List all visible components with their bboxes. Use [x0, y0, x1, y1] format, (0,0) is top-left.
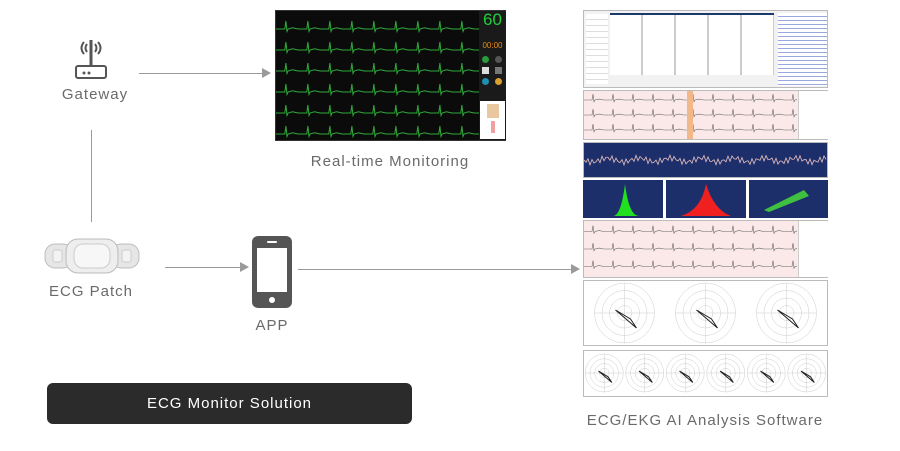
realtime-monitor-screenshot: 60 00:00	[275, 10, 506, 141]
polar-loop	[719, 370, 734, 383]
polar-axis	[756, 283, 817, 343]
ecg-strip-trace	[584, 108, 805, 118]
polar-axis	[594, 283, 655, 343]
polar-loop	[615, 309, 637, 329]
polar-plots-panel	[583, 280, 828, 346]
polar-loop	[638, 370, 653, 383]
rr-histogram-green	[583, 180, 663, 218]
realtime-monitoring-label: Real-time Monitoring	[310, 153, 470, 170]
ecg-monitor-solution-button[interactable]: ECG Monitor Solution	[47, 383, 412, 424]
ecg-strip-trace	[584, 123, 805, 133]
ecg-strip-trace	[584, 242, 805, 252]
polar-axis	[675, 283, 736, 343]
ecg-strip	[584, 225, 805, 270]
ecg-lead-trace	[276, 83, 479, 97]
arrowhead	[262, 68, 271, 78]
gateway-label: Gateway	[61, 86, 129, 103]
ecg-lead-trace	[276, 104, 479, 118]
ecg-strip-panel-2	[583, 220, 828, 278]
polar-plots	[594, 282, 817, 344]
polar-axis	[585, 354, 624, 392]
heart-rate-value: 60	[483, 10, 502, 29]
small-polar-plots	[585, 353, 826, 393]
gateway-to-monitor-arrow	[139, 73, 263, 74]
polar-axis	[625, 354, 664, 392]
monitor-sidebar: 60 00:00	[479, 11, 506, 140]
patch-to-app-arrow	[165, 267, 241, 268]
analysis-software-label: ECG/EKG AI Analysis Software	[586, 412, 824, 429]
polar-loop	[679, 370, 694, 383]
polar-loop	[598, 370, 613, 383]
app-to-software-arrow	[298, 269, 572, 270]
analysis-overview-panel	[583, 10, 828, 88]
ecg-patch-label: ECG Patch	[48, 283, 134, 300]
histogram-panels	[583, 180, 828, 218]
polar-axis	[706, 354, 745, 392]
ecg-strip-trace	[584, 260, 805, 270]
monitor-buttons	[482, 56, 503, 85]
gateway-to-patch-line	[91, 130, 92, 222]
ecg-strip-trace	[584, 225, 805, 235]
heart-rate-trend-panel	[583, 142, 828, 178]
polar-loop	[760, 370, 775, 383]
electrode-placement-image	[480, 101, 505, 139]
ecg-strip	[584, 93, 805, 133]
ecg-lead-trace	[276, 20, 479, 34]
polar-axis	[666, 354, 705, 392]
ecg-lead-trace	[276, 125, 479, 139]
polar-axis	[747, 354, 786, 392]
button-label: ECG Monitor Solution	[146, 395, 313, 412]
ecg-patch-icon	[44, 238, 140, 274]
polar-axis	[787, 354, 826, 392]
arrowhead	[240, 262, 249, 272]
small-polar-plots-panel	[583, 350, 828, 397]
smartphone-icon	[252, 236, 292, 308]
ecg-lead-trace	[276, 41, 479, 55]
ecg-traces	[276, 20, 479, 139]
ecg-strip-panel-1	[583, 90, 828, 140]
gateway-icon	[75, 40, 107, 79]
polar-loop	[696, 309, 718, 329]
app-label: APP	[255, 317, 289, 334]
ecg-strip-trace	[584, 93, 805, 103]
arrowhead	[571, 264, 580, 274]
trend-trace	[583, 153, 827, 167]
ecg-lead-trace	[276, 62, 479, 76]
polar-loop	[800, 370, 815, 383]
timer-value: 00:00	[482, 41, 503, 50]
polar-loop	[777, 309, 799, 329]
rr-histogram-red	[666, 180, 746, 218]
scatter-plot	[749, 180, 828, 218]
trend-line	[583, 153, 827, 167]
